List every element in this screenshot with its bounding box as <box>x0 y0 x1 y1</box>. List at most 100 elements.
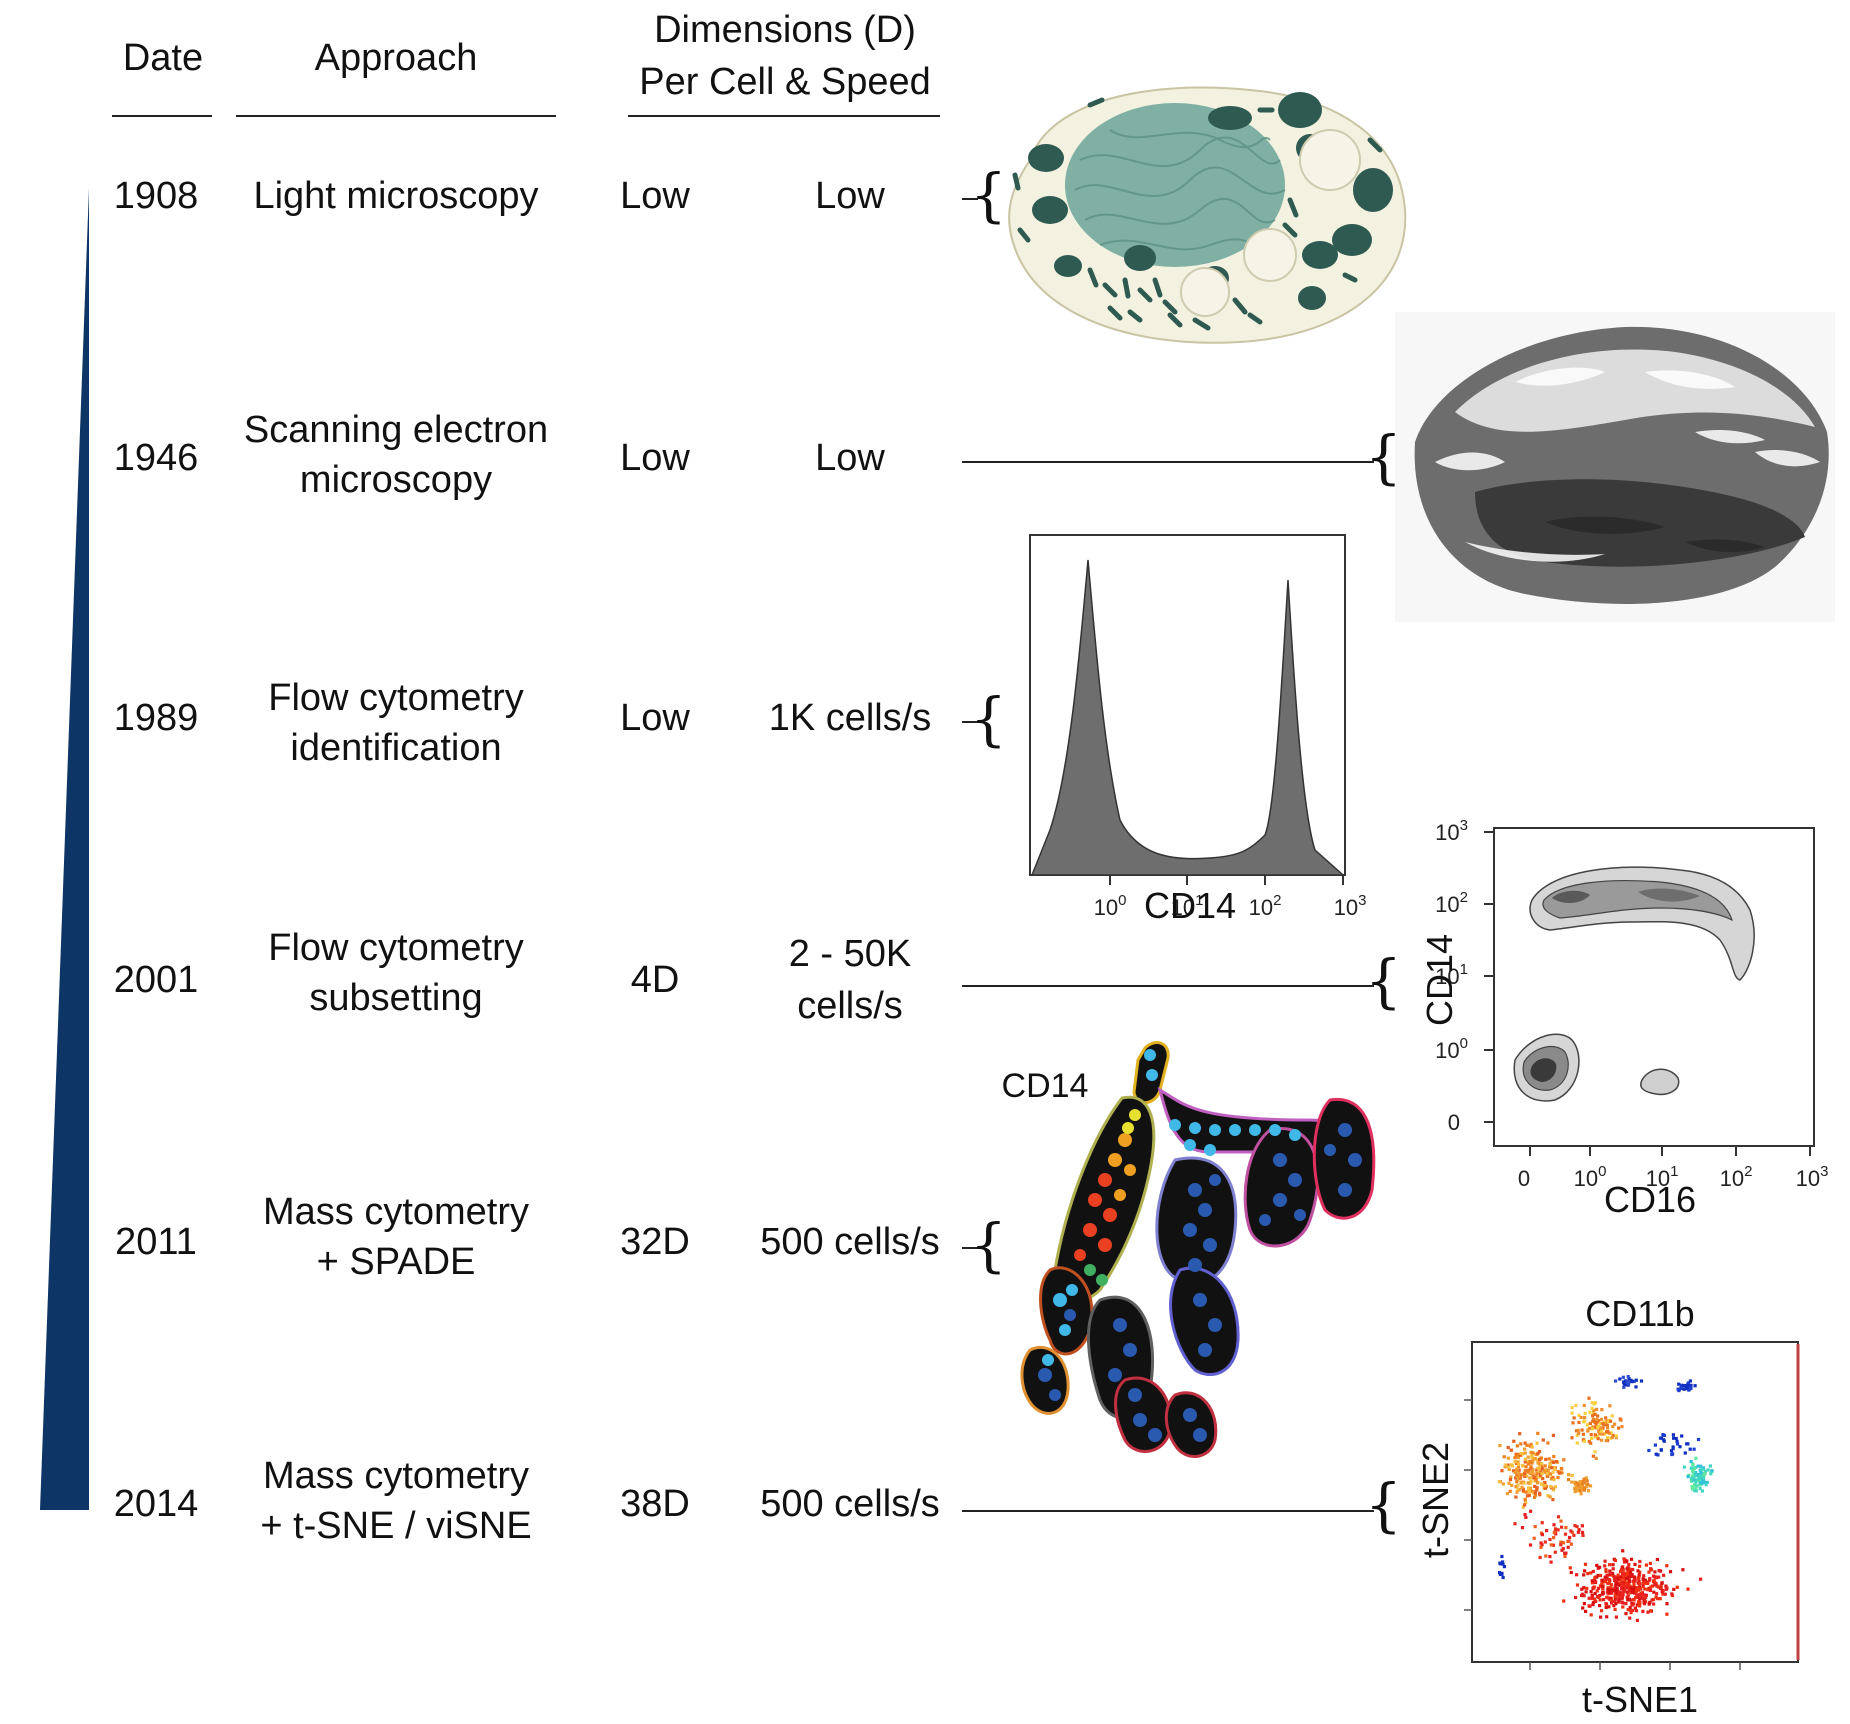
tsne-point <box>1632 1575 1636 1579</box>
tsne-point <box>1529 1479 1533 1483</box>
tsne-point <box>1582 1477 1586 1481</box>
tsne-point <box>1551 1487 1555 1491</box>
tsne-point <box>1508 1478 1512 1482</box>
tsne-point <box>1698 1483 1702 1487</box>
tsne-point <box>1611 1563 1615 1567</box>
tsne-point <box>1672 1436 1676 1440</box>
tsne-point <box>1572 1416 1576 1420</box>
tsne-point <box>1603 1564 1607 1568</box>
tsne-point <box>1595 1434 1599 1438</box>
tsne-point <box>1615 1592 1619 1596</box>
tsne-point <box>1590 1581 1595 1585</box>
tsne-point <box>1516 1483 1520 1487</box>
row-approach-line2: + t-SNE / viSNE <box>260 1505 532 1547</box>
tsne-point <box>1521 1472 1525 1476</box>
tsne-point <box>1622 1560 1627 1564</box>
tsne-point <box>1665 1586 1669 1590</box>
tsne-point <box>1613 1584 1617 1588</box>
tsne-point <box>1513 1522 1517 1526</box>
tsne-point <box>1558 1471 1562 1475</box>
tsne-point <box>1595 1420 1599 1424</box>
tsne-point <box>1693 1384 1697 1388</box>
tsne-point <box>1539 1456 1543 1460</box>
connector <box>962 1247 978 1249</box>
tsne-point <box>1563 1532 1568 1536</box>
tsne-point <box>1566 1545 1570 1549</box>
tsne-point <box>1577 1484 1581 1488</box>
tsne-point <box>1627 1380 1631 1384</box>
tsne-point <box>1614 1379 1618 1383</box>
tsne-point <box>1552 1466 1556 1470</box>
tsne-point <box>1607 1431 1611 1435</box>
tsne-point <box>1621 1568 1625 1572</box>
tsne-point <box>1524 1500 1528 1504</box>
row-date: 1908 <box>113 175 199 217</box>
tsne-point <box>1560 1467 1564 1471</box>
tsne-point <box>1535 1468 1539 1472</box>
tsne-point <box>1622 1575 1626 1579</box>
tsne-point <box>1638 1559 1642 1564</box>
tsne-point <box>1694 1480 1698 1484</box>
tsne-point <box>1582 1573 1586 1577</box>
tsne-point <box>1704 1483 1708 1487</box>
tsne-point <box>1536 1481 1540 1485</box>
tsne-point <box>1657 1575 1661 1579</box>
tsne-point <box>1621 1375 1625 1379</box>
tsne-point <box>1627 1572 1631 1576</box>
tsne-point <box>1662 1433 1666 1437</box>
tsne-point <box>1676 1442 1680 1446</box>
tsne-point <box>1592 1408 1596 1412</box>
tsne-point <box>1605 1424 1609 1428</box>
tsne-point <box>1613 1599 1617 1603</box>
tsne-point <box>1679 1385 1684 1389</box>
tsne-point <box>1676 1387 1680 1391</box>
tsne-point <box>1515 1473 1519 1477</box>
tsne-point <box>1539 1541 1543 1545</box>
tsne-point <box>1539 1469 1543 1473</box>
tsne-point <box>1661 1592 1665 1596</box>
histogram-x-label: CD14 <box>1143 885 1237 926</box>
tsne-point <box>1593 1412 1597 1417</box>
tsne-point <box>1663 1592 1667 1596</box>
tsne-point <box>1697 1476 1701 1481</box>
tsne-point <box>1662 1438 1666 1442</box>
tsne-point <box>1574 1403 1578 1407</box>
tsne-point <box>1540 1462 1544 1466</box>
tsne-point <box>1515 1480 1519 1484</box>
tsne-point <box>1579 1492 1583 1496</box>
header-date: Date <box>122 37 204 79</box>
tsne-point <box>1697 1478 1701 1483</box>
tsne-point <box>1634 1589 1638 1593</box>
tsne-point <box>1639 1379 1644 1383</box>
tsne-point <box>1517 1471 1521 1475</box>
tsne-point <box>1591 1425 1595 1429</box>
tsne-point <box>1535 1472 1539 1476</box>
tsne-point <box>1606 1588 1610 1592</box>
tsne-point <box>1536 1451 1540 1455</box>
tsne-point <box>1556 1470 1560 1474</box>
brace: { <box>970 1211 1007 1279</box>
tsne-point <box>1569 1542 1573 1546</box>
tsne-point <box>1588 1426 1592 1430</box>
tsne-point <box>1544 1468 1548 1472</box>
tsne-point <box>1649 1585 1653 1589</box>
tsne-point <box>1629 1591 1633 1595</box>
tsne-point <box>1605 1615 1609 1619</box>
tsne-point <box>1689 1460 1693 1464</box>
tsne-point <box>1571 1421 1575 1425</box>
tsne-point <box>1665 1564 1669 1568</box>
tsne-point <box>1620 1600 1624 1604</box>
tsne-point <box>1655 1557 1659 1562</box>
tsne-point <box>1534 1475 1538 1479</box>
tsne-point <box>1596 1566 1600 1570</box>
tsne-point <box>1577 1528 1581 1532</box>
tsne-point <box>1523 1457 1528 1461</box>
tsne-point <box>1595 1563 1599 1567</box>
tsne-point <box>1529 1465 1533 1469</box>
tsne-point <box>1596 1573 1600 1578</box>
tsne-point <box>1653 1443 1657 1447</box>
tsne-point <box>1529 1442 1533 1446</box>
cell-illustration <box>1008 86 1407 344</box>
tsne-point <box>1549 1560 1553 1564</box>
tsne-point <box>1636 1603 1640 1607</box>
